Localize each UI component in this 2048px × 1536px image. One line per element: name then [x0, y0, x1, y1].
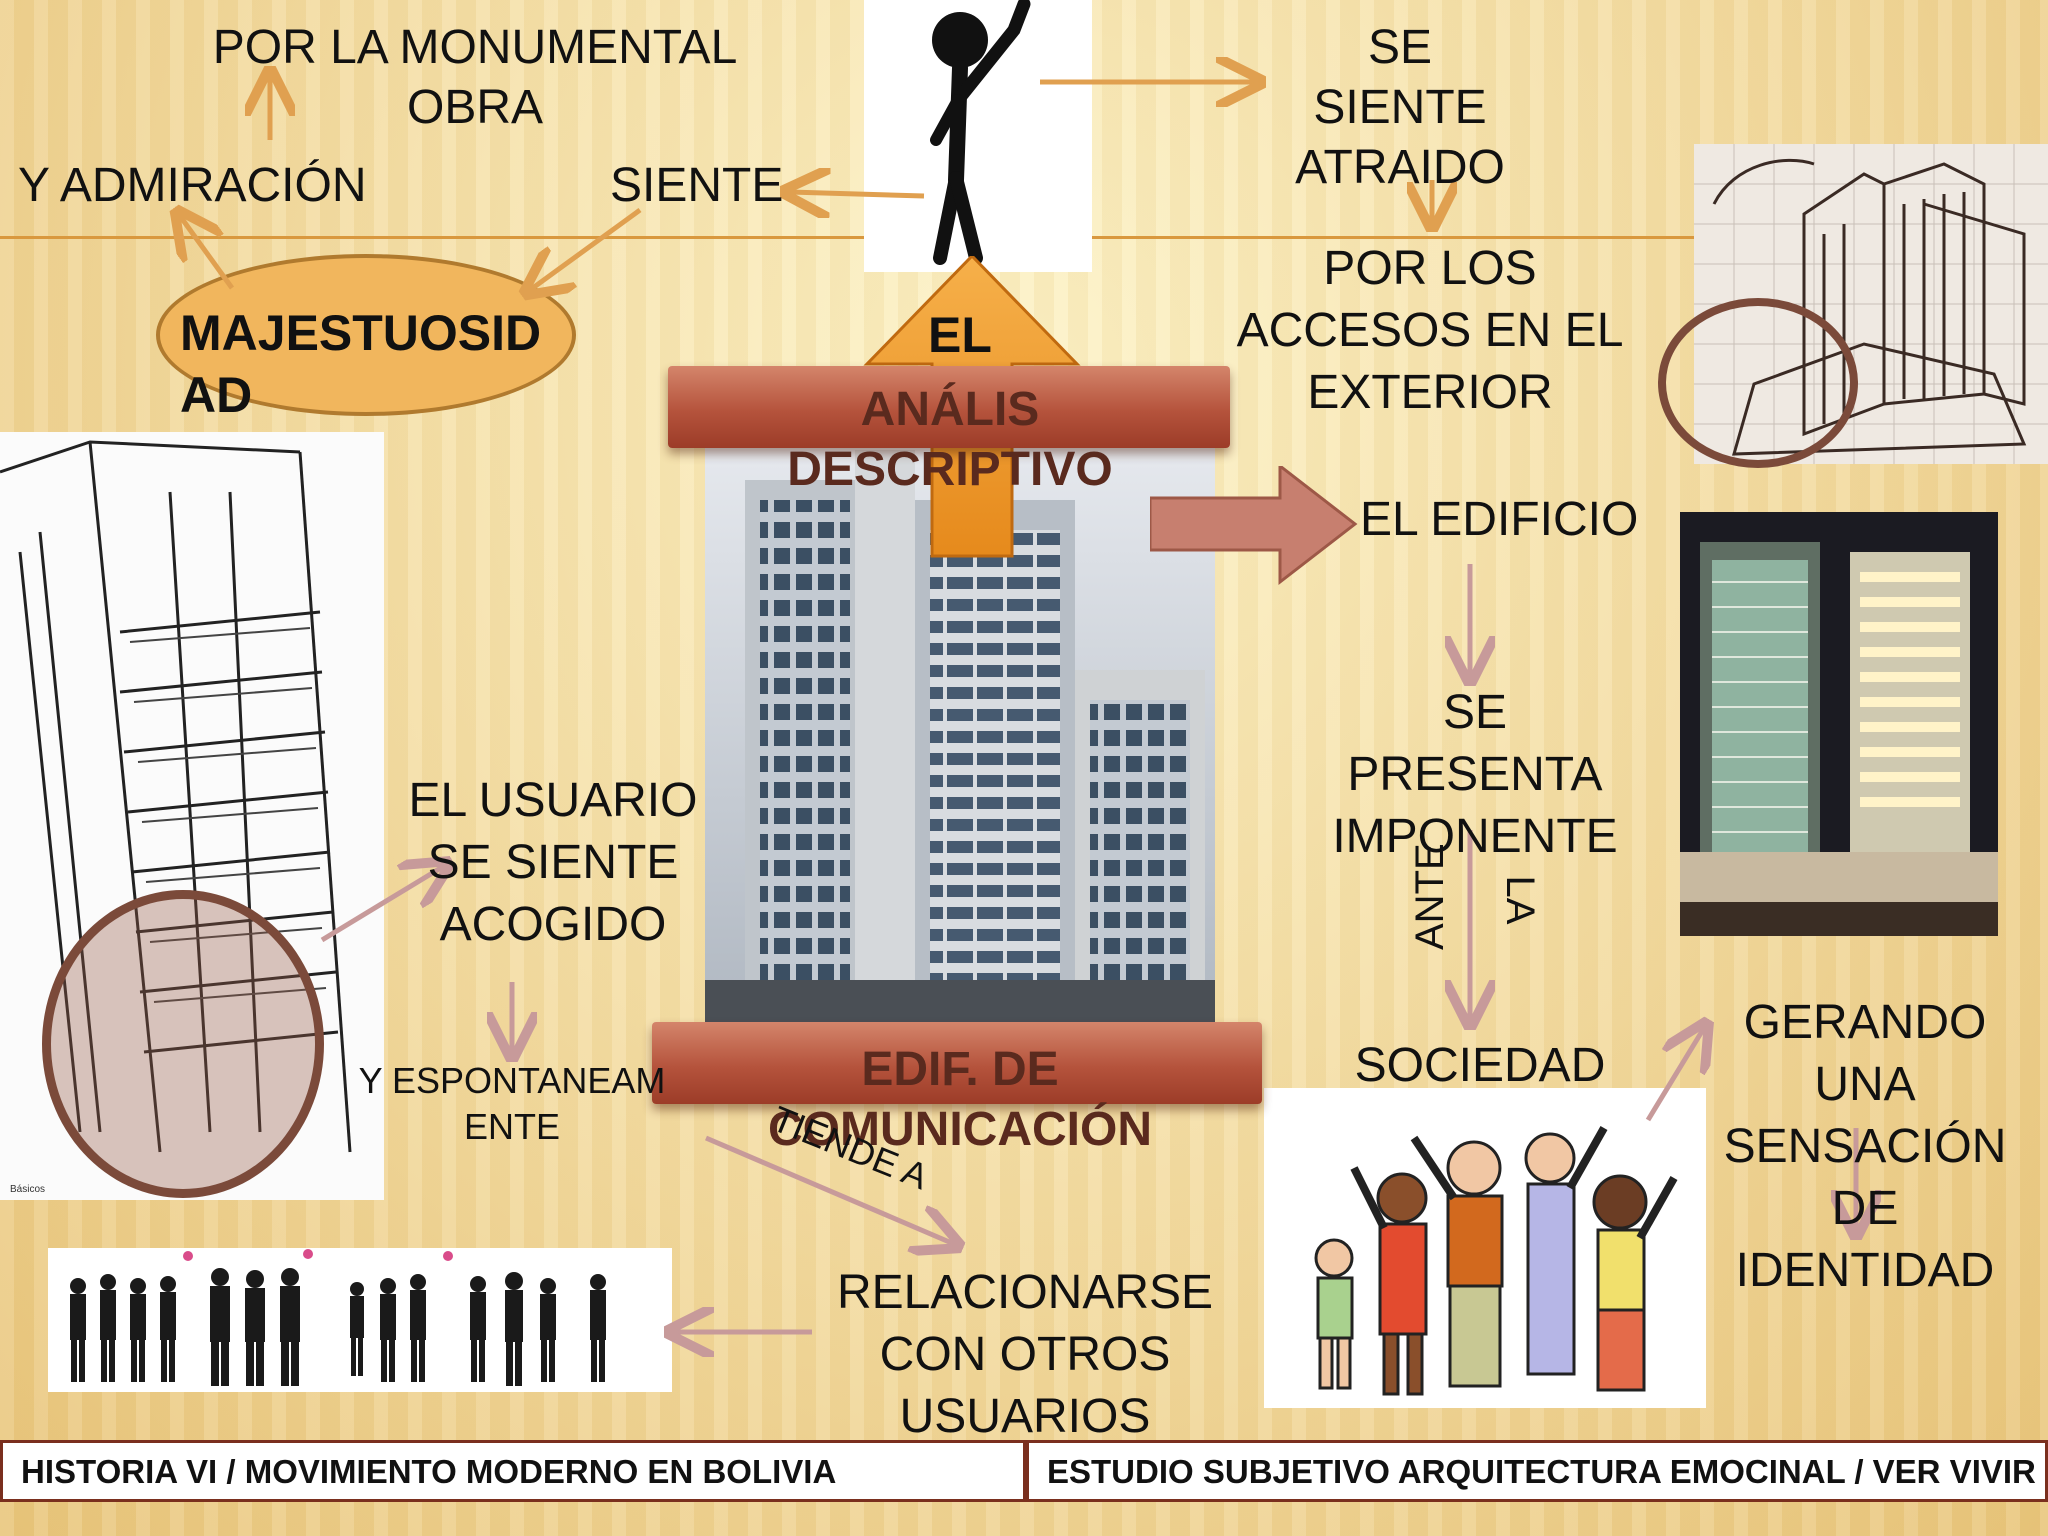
stick-figure-icon [930, 0, 1031, 265]
edificio-text: EL EDIFICIO [1360, 493, 1639, 546]
monumental-text: POR LA MONUMENTAL OBRA [212, 21, 738, 134]
analisis-banner [668, 366, 1230, 448]
admiracion-text: Y ADMIRACIÓN [18, 159, 367, 212]
la-text: LA [1498, 875, 1542, 925]
highlight-circle-top-right [1658, 298, 1858, 468]
gerando-text: GERANDO UNA SENSACIÓN DE IDENTIDAD [1723, 996, 2007, 1297]
crowd-photo [48, 1248, 672, 1392]
highlight-circle-left [42, 890, 324, 1198]
ante-text: ANTE [1408, 843, 1452, 950]
analisis-label: ANÁLIS DESCRIPTIVO [787, 383, 1113, 496]
stick-figure-panel [864, 0, 1092, 272]
relacionarse-text: RELACIONARSE CON OTROS USUARIOS [836, 1266, 1214, 1443]
majestuosidad-ellipse [156, 254, 576, 416]
svg-text:Básicos: Básicos [10, 1184, 45, 1195]
presenta-text: SE PRESENTA IMPONENTE [1332, 686, 1618, 863]
usuario-text: EL USUARIO SE SIENTE ACOGIDO [408, 774, 698, 951]
right-arrow-edificio [1150, 466, 1358, 586]
edif-banner [652, 1022, 1262, 1104]
siente-text: SIENTE [610, 159, 784, 212]
footer-right: ESTUDIO SUBJETIVO ARQUITECTURA EMOCINAL … [1026, 1440, 2048, 1502]
majestuosidad-label: MAJESTUOSIDAD [180, 305, 542, 423]
edif-label: EDIF. DE COMUNICACIÓN [768, 1043, 1152, 1156]
building-night-photo [1680, 512, 1998, 936]
cartoon-people-illustration [1264, 1088, 1706, 1408]
atraido-text: SE SIENTE ATRAIDO [1295, 21, 1505, 194]
accesos-text: POR LOS ACCESOS EN EL EXTERIOR [1236, 242, 1624, 419]
sociedad-text: SOCIEDAD [1354, 1039, 1606, 1092]
el-label: EL [928, 307, 992, 363]
footer-left: HISTORIA VI / MOVIMIENTO MODERNO EN BOLI… [0, 1440, 1026, 1502]
espontaneamente-text: Y ESPONTANEAMENTE [358, 1060, 666, 1147]
